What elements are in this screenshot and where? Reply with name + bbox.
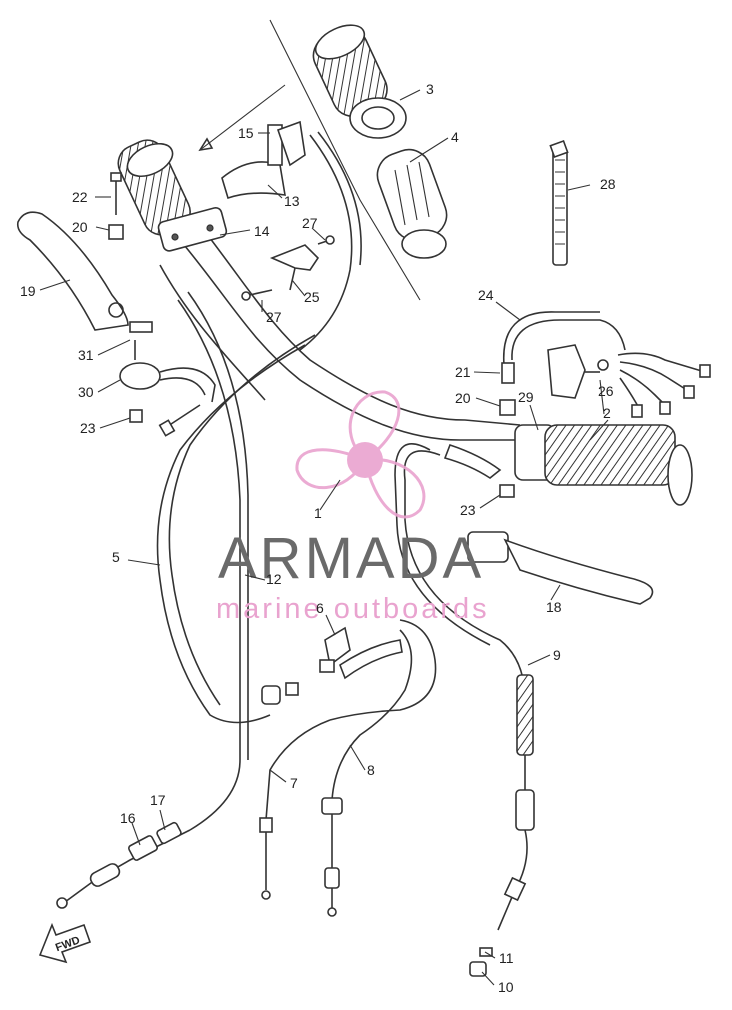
cable-part-5 [156, 334, 316, 724]
callout-22: 22 [72, 189, 88, 205]
callout-21: 21 [455, 364, 471, 380]
cable-part-7 [259, 619, 437, 900]
callout-4: 4 [451, 129, 459, 145]
screw-part-22 [108, 172, 124, 240]
callout-31: 31 [78, 347, 94, 363]
callout-10: 10 [498, 979, 514, 995]
callout-23-right: 23 [460, 502, 476, 518]
cable-junction-part-6 [261, 626, 403, 705]
callout-26: 26 [598, 383, 614, 399]
callout-11: 11 [499, 950, 514, 966]
callout-labels: 3 4 28 15 13 14 27 25 27 22 20 19 31 30 … [20, 81, 616, 995]
clutch-lever-part-19 [16, 211, 129, 331]
adjuster-part-16 [56, 821, 191, 909]
callout-18: 18 [546, 599, 562, 615]
callout-23-left: 23 [80, 420, 96, 436]
forward-arrow-icon: FWD [38, 922, 92, 964]
explode-boundary [198, 19, 421, 301]
cable-part-8 [321, 629, 413, 917]
callout-25: 25 [304, 289, 320, 305]
callout-28: 28 [600, 176, 616, 192]
left-switch-part-30 [119, 321, 216, 437]
watermark-tagline: marine outboards [216, 593, 490, 625]
throttle-housing-part-13 [157, 120, 306, 252]
callout-14: 14 [254, 223, 270, 239]
screw-part-21 [499, 362, 516, 498]
callout-12: 12 [266, 571, 282, 587]
callout-16: 16 [120, 810, 136, 826]
callout-24: 24 [478, 287, 494, 303]
right-switch-part-29 [547, 344, 711, 418]
cable-part-9 [299, 131, 535, 977]
callout-27-bottom: 27 [266, 309, 282, 325]
callout-8: 8 [367, 762, 375, 778]
callout-30: 30 [78, 384, 94, 400]
grip-part-3 [312, 24, 407, 139]
throttle-sleeve-part-4 [376, 148, 448, 259]
callout-20-right: 20 [455, 390, 471, 406]
cable-part-24 [502, 311, 626, 366]
handlebar-bracket-part-1 [443, 443, 502, 479]
right-grip-part-2 [514, 424, 693, 506]
callout-13: 13 [284, 193, 300, 209]
callout-15: 15 [238, 125, 254, 141]
callout-2: 2 [603, 405, 611, 421]
watermark-brand: ARMADA [218, 526, 484, 591]
callout-7: 7 [290, 775, 298, 791]
callout-9: 9 [553, 647, 561, 663]
callout-6: 6 [316, 600, 324, 616]
callout-19: 19 [20, 283, 36, 299]
cable-part-12 [177, 291, 249, 831]
callout-27-top: 27 [302, 215, 318, 231]
handlebar [159, 224, 521, 441]
propeller-icon [295, 390, 426, 519]
callout-3: 3 [426, 81, 434, 97]
callout-17: 17 [150, 792, 166, 808]
callout-20-left: 20 [72, 219, 88, 235]
cable-tie-part-28 [549, 139, 569, 266]
brake-lever-part-18 [467, 531, 654, 605]
callout-1: 1 [314, 505, 322, 521]
callout-leaders [39, 89, 609, 986]
bracket-part-25 [241, 235, 335, 301]
callout-5: 5 [112, 549, 120, 565]
callout-29: 29 [518, 389, 534, 405]
